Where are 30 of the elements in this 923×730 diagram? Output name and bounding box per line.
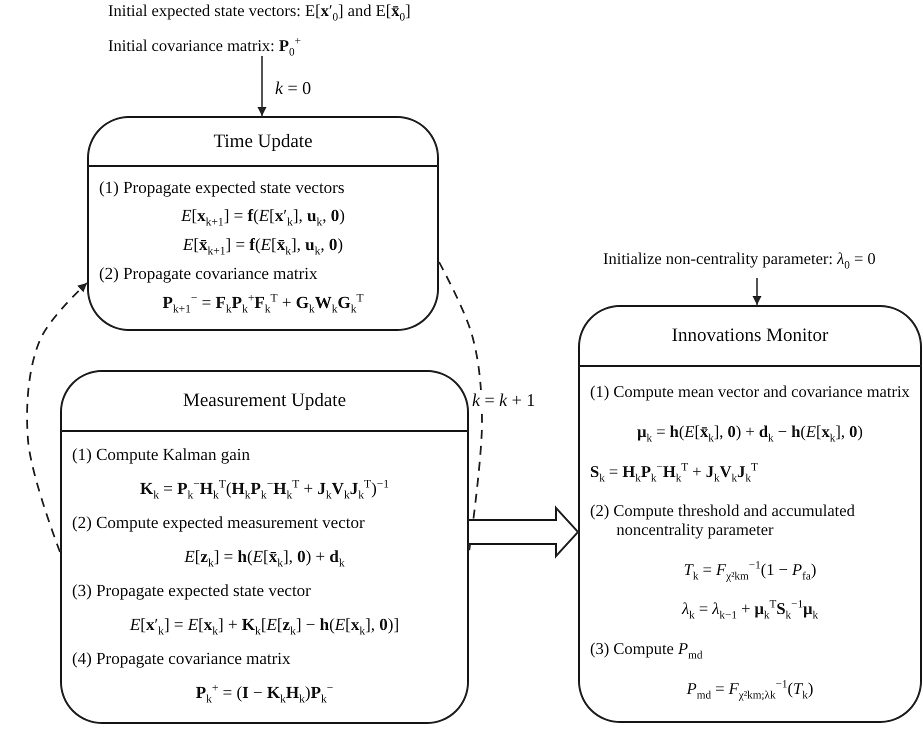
block-arrow: [468, 505, 580, 559]
step-text: (3) Compute P$_{md}$: [590, 640, 702, 660]
formula: T$_{k}$ = F$_{χ²km}$$^{−1}$(1 − P$_{fa}$): [684, 560, 816, 580]
step-text: (1) Compute Kalman gain: [72, 445, 250, 465]
process-box: [60, 370, 469, 724]
process-box: [578, 305, 922, 723]
formula: K$_{k}$ = P$_{k}$$^{−}$H$_{k}$$^{T}$(H$_{k}$P$_{k}$$^{−}$H$_{k}$$^{T}$ + J$_{k}$V$_{k}$J$_{k}$$^{T}$)$^{−1}$: [140, 479, 390, 499]
formula: λ$_{k}$ = λ$_{k−1}$ + μ$_{k}$$^{T}$S$_{k}$$^{−1}$μ$_{k}$: [682, 600, 818, 620]
step-text: (3) Propagate expected state vector: [72, 581, 311, 601]
dashed-arrow: [26, 282, 88, 552]
step-text: (4) Propagate covariance matrix: [72, 649, 291, 669]
formula: μ$_{k}$ = h(E[x̄$_{k}$], 0) + d$_{k}$ − h(E[x$_{k}$], 0): [637, 422, 863, 442]
box-title: Innovations Monitor: [672, 325, 828, 347]
step-text: (2) Compute threshold and accumulated noncentrality parameter: [590, 502, 856, 540]
arrow: [258, 56, 266, 116]
box-title: Measurement Update: [182, 390, 346, 412]
process-box: [87, 116, 439, 331]
note-text: Initialize non-centrality parameter: λ$_{0}$ = 0: [603, 250, 876, 269]
formula: E[x$_{k+1}$] = f(E[x′$_{k}$], u$_{k}$, 0): [181, 206, 345, 226]
step-text: (1) Propagate expected state vectors: [99, 178, 344, 198]
formula: E[x′$_{k}$] = E[x$_{k}$] + K$_{k}$[E[z$_{k}$] − h(E[x$_{k}$], 0)]: [130, 615, 400, 635]
step-text: (1) Compute mean vector and covariance matrix: [590, 383, 910, 402]
arrow: [752, 278, 762, 305]
step-text: (2) Compute expected measurement vector: [72, 513, 365, 533]
formula: P$_{md}$ = F$_{χ²km;λk}$$^{−1}$(T$_{k}$): [686, 680, 814, 699]
formula: E[x̄$_{k+1}$] = f(E[x̄$_{k}$], u$_{k}$, 0): [182, 235, 344, 255]
box-title: Time Update: [213, 130, 313, 152]
formula: E[z$_{k}$] = h(E[x̄$_{k}$], 0) + d$_{k}$: [184, 547, 345, 567]
note-text: Initial expected state vectors: E[x′$_{0}$] and E[x̄$_{0}$]: [108, 2, 411, 21]
step-text: (2) Propagate covariance matrix: [99, 264, 318, 284]
